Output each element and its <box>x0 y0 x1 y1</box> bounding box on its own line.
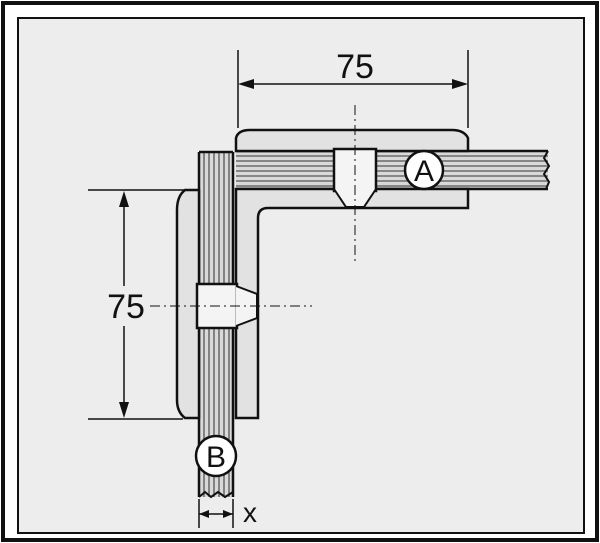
clamp-cover-plate-top <box>234 128 470 153</box>
marker-b: B <box>194 434 238 478</box>
drawing-panel <box>17 17 585 534</box>
marker-a-label: A <box>414 155 434 188</box>
clamp-cover-plate-left <box>175 188 201 420</box>
marker-a: A <box>403 149 445 191</box>
dimension-label-vertical: 75 <box>107 288 145 326</box>
bolt-left <box>150 282 312 330</box>
dimension-horizontal: 75 <box>237 48 469 128</box>
dimension-vertical: 75 <box>88 189 185 420</box>
dimension-label-horizontal: 75 <box>336 48 374 86</box>
clamp-bracket <box>234 187 470 420</box>
marker-b-label: B <box>206 441 226 474</box>
bolt-top <box>332 105 378 265</box>
glass-pane-horizontal <box>236 149 551 191</box>
thickness-label: x <box>243 497 257 528</box>
dimension-thickness: x <box>198 497 257 528</box>
